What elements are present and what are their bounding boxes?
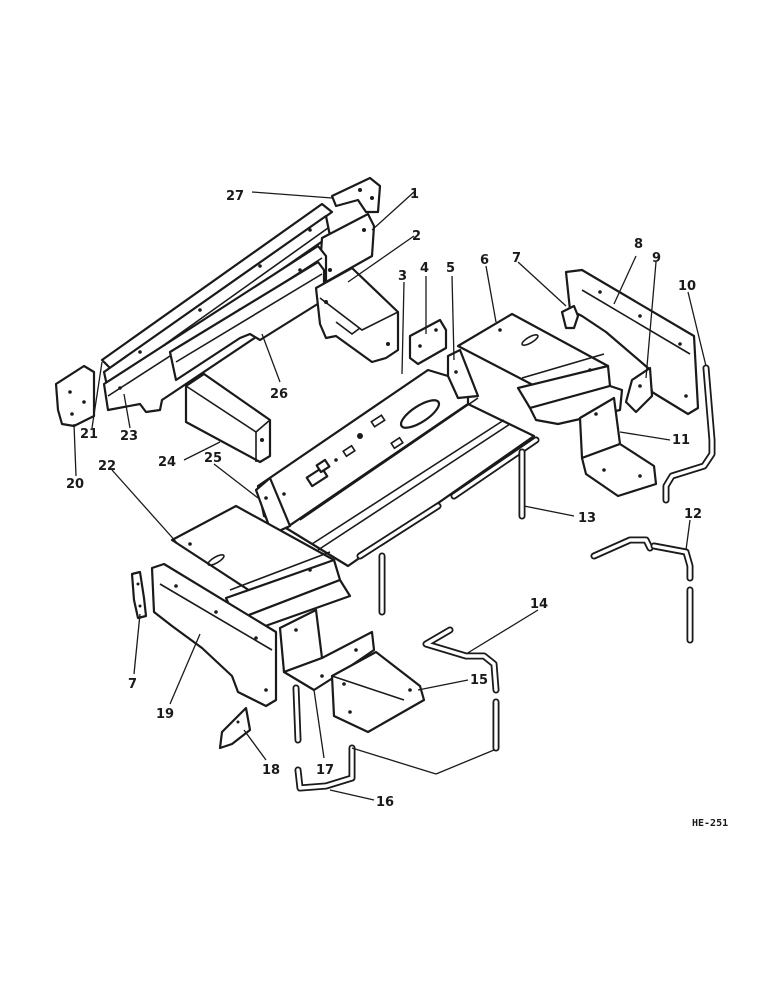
- callout-3: 3: [398, 269, 407, 284]
- part-16-bent-rod: [292, 684, 356, 792]
- part-14-bent-rod: [422, 626, 500, 752]
- callout-23: 23: [120, 429, 138, 444]
- callout-25: 25: [204, 451, 222, 466]
- callout-6: 6: [480, 253, 489, 268]
- part-2-center-bracket: [314, 266, 400, 364]
- part-10-rod: [662, 364, 716, 504]
- callout-7: 7: [512, 251, 521, 266]
- callout-21: 21: [80, 427, 98, 442]
- part-13-rod: [450, 436, 540, 520]
- part-4-small-plate: [408, 318, 448, 366]
- part-27-corner-bracket: [330, 176, 382, 214]
- callout-26: 26: [270, 387, 288, 402]
- callout-9: 9: [652, 251, 661, 266]
- part-9-fender: [624, 366, 654, 414]
- part-7-upper-bracket: [560, 304, 580, 330]
- callouts: 27 1 2 3 4 5 6 7 8 9 10 21 23 26 20 11 2…: [66, 187, 702, 810]
- callout-8: 8: [634, 237, 643, 252]
- part-17-box-bracket: [278, 608, 376, 692]
- callout-4: 4: [420, 261, 429, 276]
- callout-14: 14: [530, 597, 548, 612]
- callout-20: 20: [66, 477, 84, 492]
- callout-13: 13: [578, 511, 596, 526]
- part-18-bracket: [218, 706, 252, 750]
- part-11-box-bracket: [578, 396, 658, 498]
- part-19-side-panel: [150, 562, 278, 708]
- leader-lines: [73, 191, 707, 801]
- callout-7-lower: 7: [128, 677, 137, 692]
- callout-18: 18: [262, 763, 280, 778]
- callout-19: 19: [156, 707, 174, 722]
- callout-16: 16: [376, 795, 394, 810]
- part-12-bent-rod: [590, 536, 694, 644]
- callout-27: 27: [226, 189, 244, 204]
- front-rods: [356, 502, 442, 616]
- part-25-gusset: [254, 476, 292, 536]
- callout-24: 24: [158, 455, 176, 470]
- part-24-cross-channel: [184, 372, 272, 464]
- part-5-gusset: [446, 348, 480, 400]
- callout-17: 17: [316, 763, 334, 778]
- part-20-end-plate: [54, 364, 96, 428]
- callout-22: 22: [98, 459, 116, 474]
- callout-11: 11: [672, 433, 690, 448]
- part-15-floor-plate: [330, 650, 426, 734]
- callout-10: 10: [678, 279, 696, 294]
- callout-5: 5: [446, 261, 455, 276]
- callout-2: 2: [412, 229, 421, 244]
- part-26-long-member: [168, 260, 326, 382]
- part-7-lower-bracket: [130, 570, 148, 620]
- callout-1: 1: [410, 187, 419, 202]
- callout-15: 15: [470, 673, 488, 688]
- callout-12: 12: [684, 507, 702, 522]
- reference-code: HE-251: [692, 818, 728, 829]
